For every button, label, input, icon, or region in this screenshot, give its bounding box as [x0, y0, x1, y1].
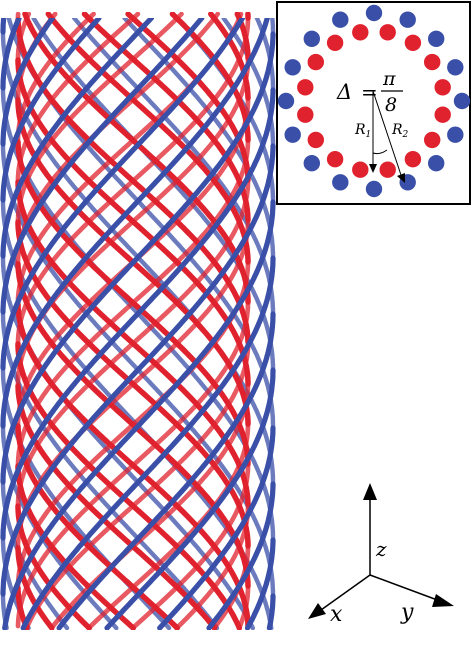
blue-helix-strand — [20, 255, 276, 630]
blue-helix-strand — [244, 537, 276, 630]
r2-vector — [372, 90, 403, 179]
red-helix-strand — [15, 383, 218, 630]
cross-section-inset: Δ = π 8 R1 R2 — [276, 1, 471, 205]
inner-ring-dot — [379, 24, 396, 41]
outer-ring-dot — [303, 155, 320, 172]
outer-ring-dot — [399, 11, 416, 28]
inner-ring-dot — [404, 34, 422, 51]
equals-sign: = — [361, 80, 378, 104]
outer-ring-dot — [453, 92, 471, 110]
r1-arrowhead — [369, 164, 377, 173]
blue-helix-strand — [56, 311, 276, 630]
outer-ring-dot — [284, 126, 301, 143]
blue-helix-strand — [0, 143, 276, 597]
inner-ring-dot — [424, 53, 441, 71]
blue-helix-strand — [31, 18, 276, 371]
blue-helix-strand — [0, 18, 155, 259]
blue-helix-strand — [0, 18, 7, 35]
blue-helix-strand — [0, 18, 22, 91]
red-helix-strand — [169, 12, 251, 143]
blue-helix-strand — [0, 87, 276, 541]
outer-ring-dot — [447, 126, 464, 143]
red-helix-strand — [15, 179, 251, 507]
inner-ring-dot — [352, 161, 369, 178]
outer-ring-dot — [447, 59, 464, 76]
red-helix-strand — [15, 12, 184, 223]
blue-helix-strand — [0, 18, 56, 147]
blue-helix-strand — [0, 18, 102, 203]
outer-ring-dot — [365, 4, 383, 22]
red-helix-strand — [15, 545, 55, 630]
outer-ring-dot — [303, 30, 320, 47]
blue-helix-strand — [266, 593, 276, 630]
delta-angle-arc — [372, 149, 388, 155]
red-helix-strand — [15, 57, 251, 387]
red-helix-strand — [15, 17, 251, 345]
inner-ring-dot — [297, 79, 314, 96]
red-helix-strand — [45, 12, 251, 265]
outer-ring-dot — [284, 59, 301, 76]
outer-ring-dot — [332, 174, 349, 191]
red-helix-strand — [125, 12, 251, 183]
blue-helix-strand — [2, 199, 276, 630]
outer-ring-dot — [277, 92, 295, 110]
blue-helix-strand — [0, 31, 276, 485]
x-axis-arrowhead — [308, 603, 326, 619]
blue-helix-strand — [206, 481, 276, 630]
coordinate-axes: z x y — [308, 483, 454, 627]
blue-helix-strand — [270, 18, 276, 35]
inner-ring-dot — [424, 131, 441, 149]
inner-ring-dot — [352, 24, 369, 41]
blue-helix-strand — [0, 18, 270, 429]
x-axis-line — [320, 574, 371, 611]
x-axis-label: x — [330, 602, 343, 627]
inner-ring-dot — [434, 106, 451, 123]
red-helix-strand — [15, 12, 141, 183]
z-axis-label: z — [375, 537, 387, 561]
outer-ring-dot — [365, 180, 383, 198]
blue-helix-strand — [104, 367, 276, 630]
red-helix-strand — [15, 463, 136, 630]
red-helix-strand — [15, 301, 251, 629]
outer-ring-dot — [428, 30, 445, 47]
pi-symbol: π — [382, 68, 396, 90]
inner-ring-dot — [307, 53, 324, 71]
red-helix-strand — [208, 12, 251, 101]
y-axis-arrowhead — [432, 594, 454, 607]
inner-ring-dot — [307, 131, 324, 149]
red-helix-strand — [15, 261, 251, 589]
red-helix-strand — [15, 139, 251, 467]
blue-helix-strand — [71, 18, 276, 315]
y-axis-label: y — [400, 600, 414, 625]
helix-bundle — [0, 12, 276, 630]
blue-helix-strand — [122, 18, 276, 259]
blue-strands-front — [0, 18, 276, 630]
blue-helix-strand — [157, 425, 276, 630]
cross-section-dots — [277, 4, 471, 198]
outer-ring-dot — [428, 155, 445, 172]
y-axis-line — [369, 574, 441, 602]
delta-symbol: Δ — [336, 80, 352, 104]
inner-ring-dot — [434, 79, 451, 96]
z-axis-arrowhead — [363, 483, 377, 500]
r1-label: R1 — [354, 122, 371, 140]
r2-arrowhead — [397, 173, 405, 183]
r2-label: R2 — [391, 122, 409, 140]
inner-ring-dot — [297, 106, 314, 123]
blue-helix-strand — [0, 18, 205, 315]
outer-ring-dot — [332, 11, 349, 28]
inner-ring-dot — [326, 34, 344, 51]
inner-ring-dot — [379, 161, 396, 178]
inner-ring-dot — [326, 151, 344, 168]
blue-helix-strand — [0, 18, 246, 371]
fraction-denominator: 8 — [385, 94, 397, 116]
inner-ring-dot — [404, 151, 422, 168]
